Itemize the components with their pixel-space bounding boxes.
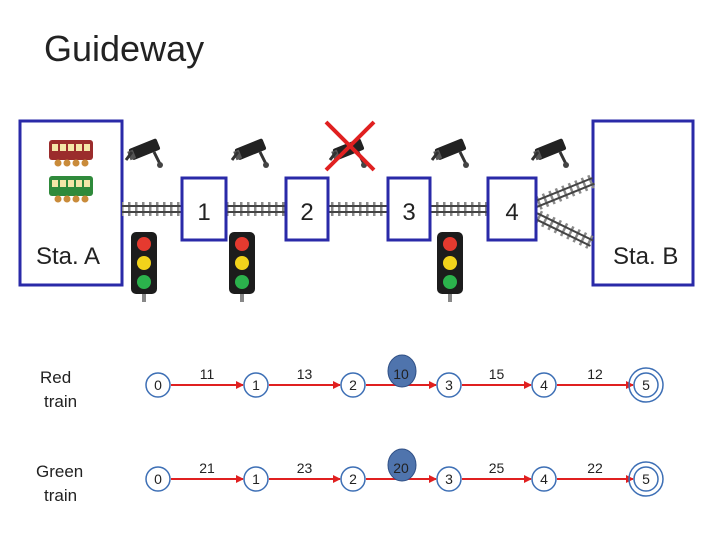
- green-train-car-icon: [49, 176, 93, 203]
- state-label: 4: [540, 471, 548, 487]
- rail-track-icon: [122, 174, 597, 250]
- block-2: 2: [284, 176, 330, 242]
- state-label: 1: [252, 471, 260, 487]
- transition-label: 10: [393, 366, 409, 382]
- transition-label: 25: [489, 460, 505, 476]
- block-4: 4: [486, 176, 538, 242]
- transition-marker: [387, 354, 417, 388]
- state-node: [243, 466, 269, 492]
- state-label: 5: [642, 377, 650, 393]
- block-3: 3: [386, 176, 432, 242]
- state-node: [340, 466, 366, 492]
- transition-label: 12: [587, 366, 603, 382]
- state-label: 1: [252, 377, 260, 393]
- slide-title: Guideway: [44, 28, 205, 69]
- state-label: 3: [445, 471, 453, 487]
- transition-label: 21: [199, 460, 215, 476]
- state-node: [436, 466, 462, 492]
- state-node: [436, 372, 462, 398]
- state-label: 4: [540, 377, 548, 393]
- state-node: [633, 466, 659, 492]
- security-camera-icon: [530, 136, 571, 170]
- state-label: 2: [349, 471, 357, 487]
- state-label: 5: [642, 471, 650, 487]
- red-cross-icon: [324, 120, 376, 172]
- transition-label: 13: [297, 366, 313, 382]
- state-label: 0: [154, 377, 162, 393]
- train-label-line2: train: [44, 486, 77, 505]
- state-label: 3: [445, 377, 453, 393]
- transition-label: 11: [200, 366, 215, 382]
- block-2-label: 2: [300, 199, 313, 226]
- traffic-light-icon: [229, 232, 255, 302]
- transition-marker: [387, 448, 417, 482]
- state-node: [243, 372, 269, 398]
- security-camera-icon: [430, 136, 471, 170]
- train-label-line1: Red: [40, 368, 71, 387]
- transition-label: 22: [587, 460, 603, 476]
- station-a-label: Sta. A: [36, 243, 100, 270]
- traffic-light-icon: [437, 232, 463, 302]
- state-node: [145, 372, 171, 398]
- state-node: [145, 466, 171, 492]
- final-state-ring: [628, 461, 664, 497]
- security-camera-icon: [124, 136, 165, 170]
- transition-label: 15: [489, 366, 505, 382]
- transition-label: 23: [297, 460, 313, 476]
- final-state-ring: [628, 367, 664, 403]
- transition-label: 20: [393, 460, 409, 476]
- security-camera-icon: [230, 136, 271, 170]
- state-node: [531, 372, 557, 398]
- block-3-label: 3: [402, 199, 415, 226]
- block-4-label: 4: [505, 199, 518, 226]
- state-node: [531, 466, 557, 492]
- station-b-label: Sta. B: [613, 243, 678, 270]
- train-label-line1: Green: [36, 462, 83, 481]
- station-b-box: [591, 119, 695, 287]
- block-1-label: 1: [197, 199, 210, 226]
- train-label-line2: train: [44, 392, 77, 411]
- red-train-car-icon: [49, 140, 93, 167]
- state-label: 0: [154, 471, 162, 487]
- block-1: 1: [180, 176, 228, 242]
- state-node: [340, 372, 366, 398]
- state-node: [633, 372, 659, 398]
- state-label: 2: [349, 377, 357, 393]
- traffic-light-icon: [131, 232, 157, 302]
